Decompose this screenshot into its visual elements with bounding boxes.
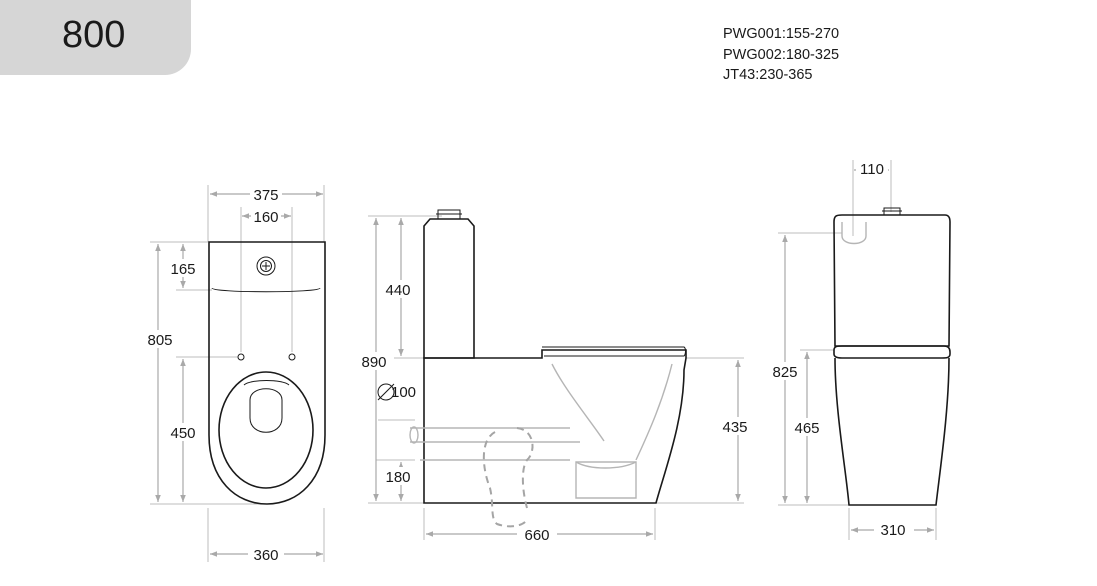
dim-top-bolt-spacing: 160 xyxy=(253,209,278,226)
dim-top-seat-offset: 450 xyxy=(170,425,195,442)
pipe-spec-pwg001: PWG001:155-270 xyxy=(723,26,840,42)
pipe-spec-jt43: JT43:230-365 xyxy=(723,67,813,83)
dim-front-button-width: 110 xyxy=(860,161,884,178)
dim-side-outlet-height: 180 xyxy=(385,469,410,486)
pipe-spec-list: PWG001:155-270 PWG002:180-325 JT43:230-3… xyxy=(723,24,839,86)
side-view: 440 890 100 435 180 660 xyxy=(358,209,754,544)
dim-top-length-overall: 805 xyxy=(147,332,172,349)
model-number: 800 xyxy=(62,14,126,56)
dim-top-width-overall: 375 xyxy=(253,187,278,204)
dim-side-length: 660 xyxy=(524,527,549,544)
dim-front-height-overall: 825 xyxy=(772,364,797,381)
top-view: 375 160 165 805 450 360 xyxy=(145,185,326,564)
dim-side-tank-height: 440 xyxy=(385,282,410,299)
dim-front-bowl-height: 465 xyxy=(794,420,819,437)
dim-side-outlet-diameter: 100 xyxy=(391,384,416,401)
pipe-spec-pwg002: PWG002:180-325 xyxy=(723,46,840,63)
front-view: 110 825 465 310 xyxy=(768,160,951,540)
model-tab: 800 xyxy=(0,0,191,75)
dim-top-tank-depth: 165 xyxy=(170,261,195,278)
dim-side-rim-height: 435 xyxy=(722,419,747,436)
dim-front-foot-width: 310 xyxy=(880,522,905,539)
dim-top-bottom-width: 360 xyxy=(253,547,278,564)
dim-side-height-overall: 890 xyxy=(361,354,386,371)
